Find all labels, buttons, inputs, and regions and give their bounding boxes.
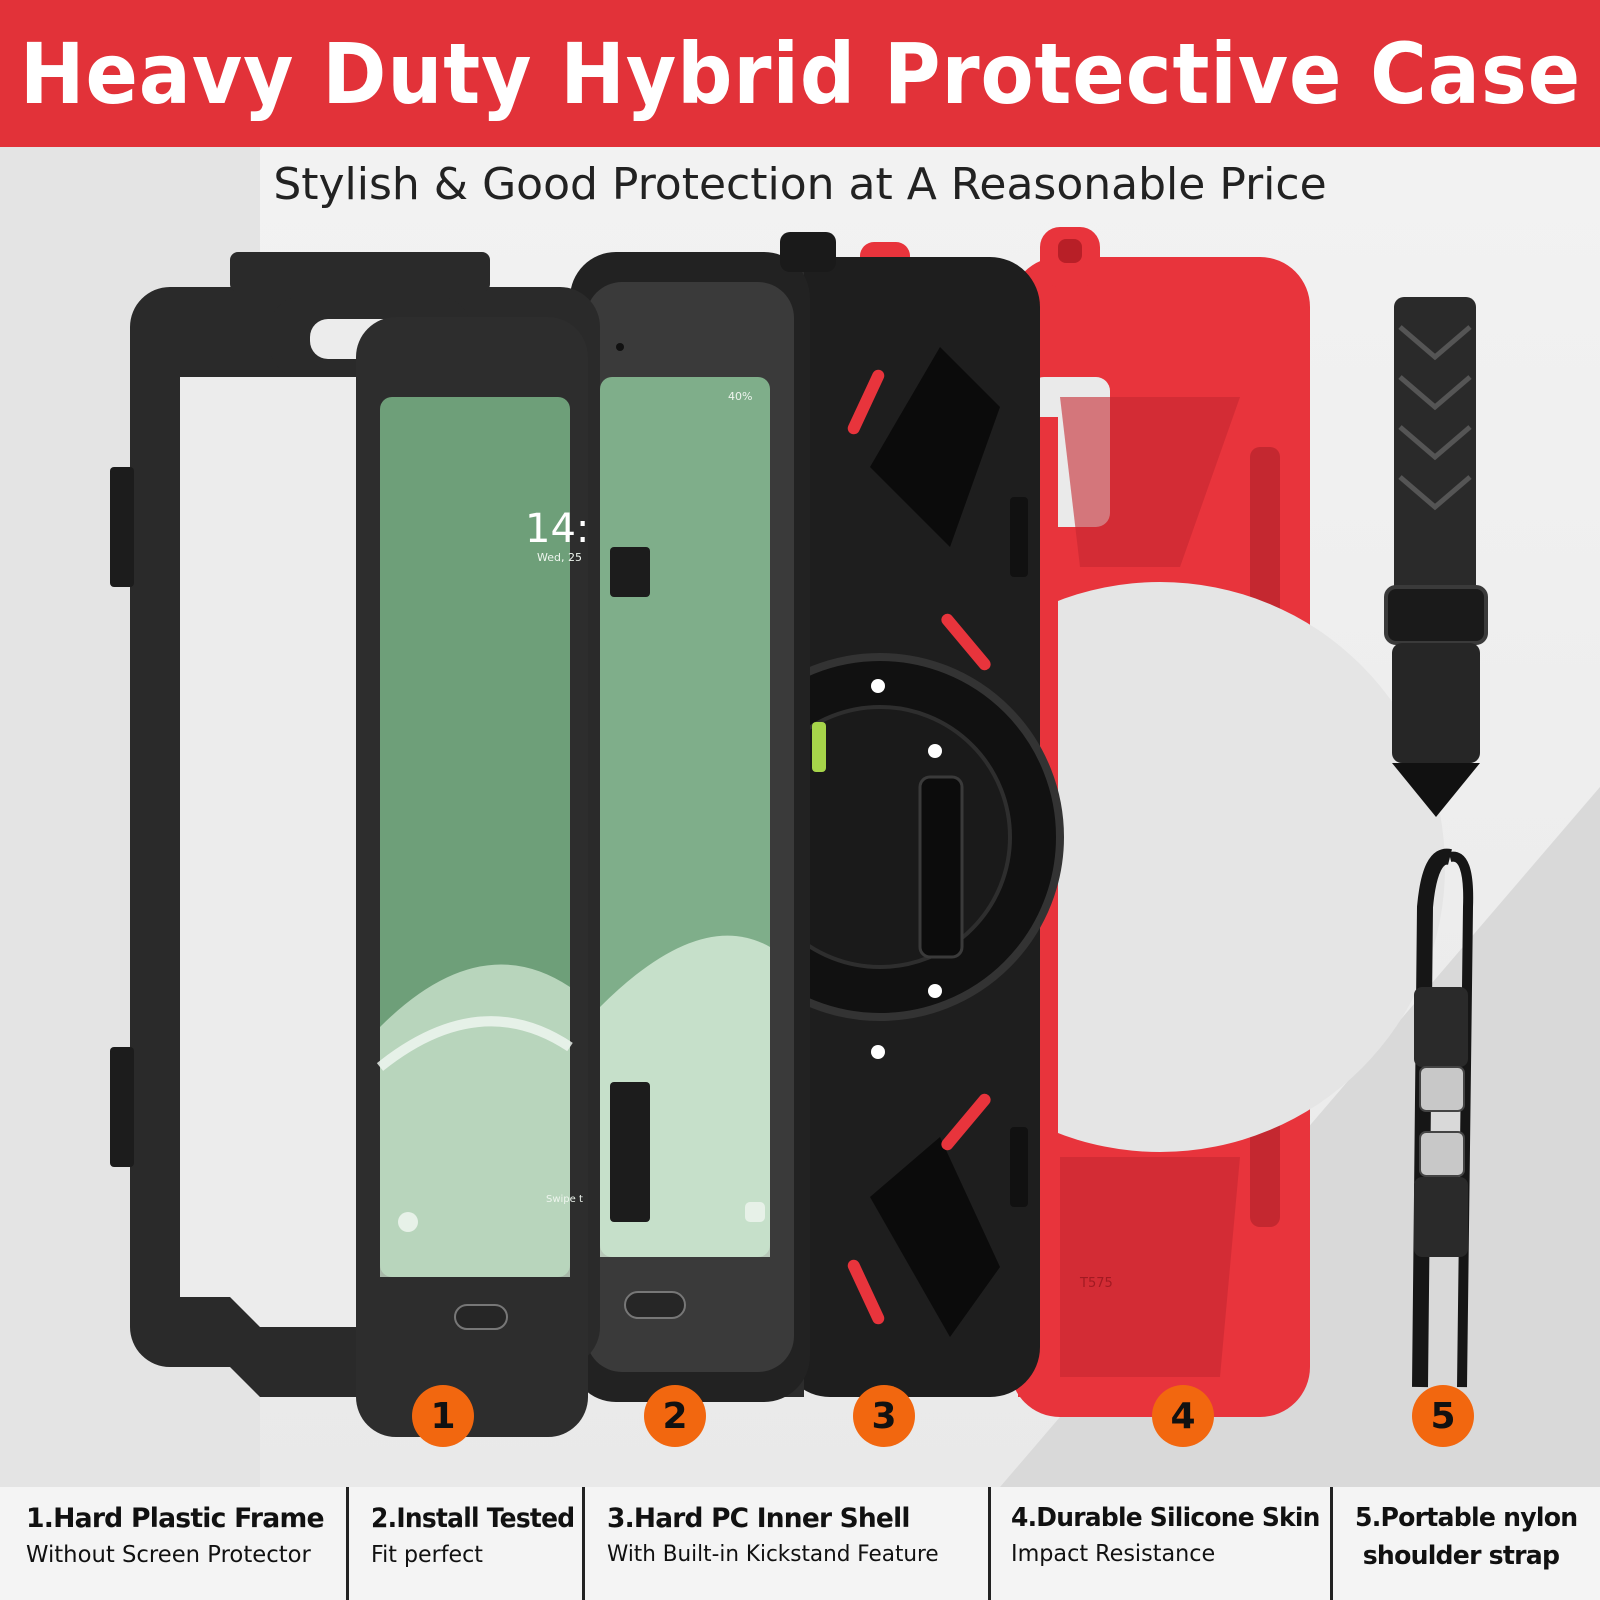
subtitle: Stylish & Good Protection at A Reasonabl…	[273, 159, 1327, 210]
model-mark: T575	[1079, 1276, 1113, 1291]
screen-time: 14:	[525, 506, 589, 552]
feature-2-title: 2.Install Tested	[371, 1503, 575, 1534]
feature-5-title: 5.Portable nylon	[1355, 1503, 1578, 1533]
feature-1-desc: Without Screen Protector	[26, 1542, 311, 1568]
feature-1-title: 1.Hard Plastic Frame	[26, 1503, 325, 1534]
screen-date: Wed, 25	[537, 551, 582, 564]
feature-4-title: 4.Durable Silicone Skin	[1011, 1503, 1320, 1533]
product-stage: T575	[0, 147, 1600, 1487]
tablet-illustration: 40%	[570, 232, 836, 1402]
badge-4: 4	[1152, 1385, 1214, 1447]
product-illustration: T575	[0, 147, 1600, 1487]
feature-4-desc: Impact Resistance	[1011, 1541, 1216, 1567]
title-banner: Heavy Duty Hybrid Protective Case	[0, 0, 1600, 147]
feature-3-desc: With Built-in Kickstand Feature	[607, 1542, 939, 1567]
feature-3: 3.Hard PC Inner Shell With Built-in Kick…	[582, 1487, 988, 1600]
badge-3: 3	[853, 1385, 915, 1447]
page-title: Heavy Duty Hybrid Protective Case	[19, 24, 1581, 123]
badge-1: 1	[412, 1385, 474, 1447]
shoulder-strap-illustration	[1412, 848, 1474, 1388]
silicone-skin-illustration: T575	[875, 227, 1445, 1417]
feature-3-title: 3.Hard PC Inner Shell	[607, 1503, 910, 1534]
feature-5-desc: shoulder strap	[1362, 1541, 1560, 1571]
hand-strap-illustration	[1384, 297, 1488, 817]
status-battery: 40%	[728, 390, 752, 403]
feature-4: 4.Durable Silicone Skin Impact Resistanc…	[988, 1487, 1330, 1600]
badge-2: 2	[644, 1385, 706, 1447]
screen-swipe: Swipe t	[546, 1194, 583, 1205]
feature-5: 5.Portable nylon shoulder strap	[1330, 1487, 1600, 1600]
feature-1: 1.Hard Plastic Frame Without Screen Prot…	[0, 1487, 346, 1600]
feature-footer: 1.Hard Plastic Frame Without Screen Prot…	[0, 1487, 1600, 1600]
feature-2-desc: Fit perfect	[371, 1542, 483, 1568]
feature-2: 2.Install Tested Fit perfect	[346, 1487, 582, 1600]
badge-5: 5	[1412, 1385, 1474, 1447]
hard-frame-illustration: 14: Wed, 25 Swipe t	[110, 252, 650, 1437]
